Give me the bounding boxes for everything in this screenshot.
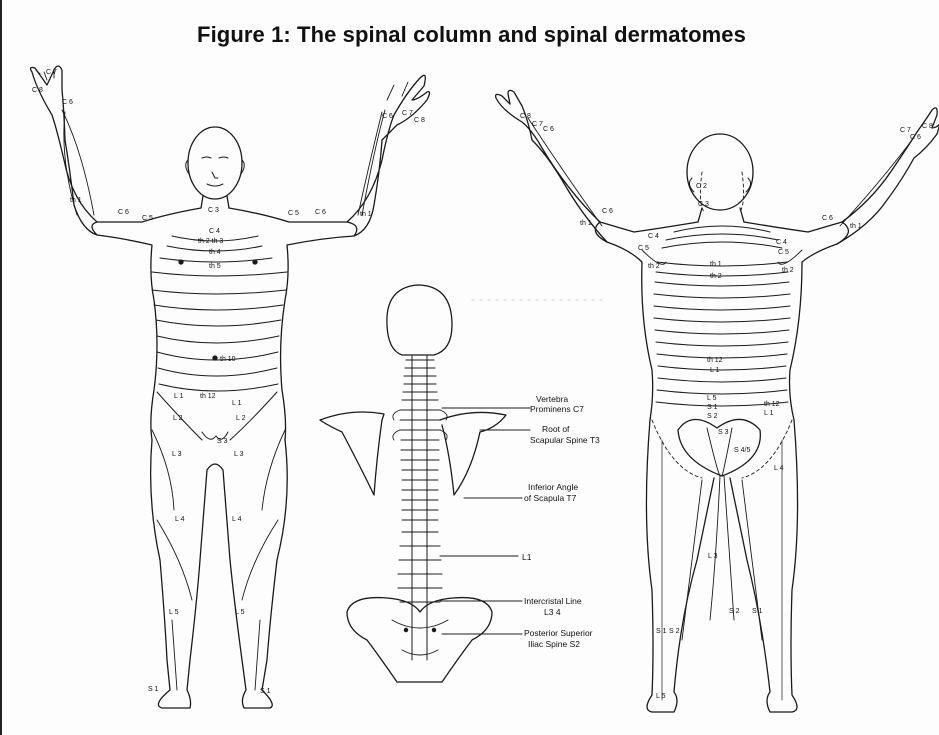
back-label-l1-side: L 1 <box>764 410 774 417</box>
back-label-c5-right: C 5 <box>778 249 789 256</box>
front-label-th12: th 12 <box>200 393 216 400</box>
back-label-c8-right: C 8 <box>922 123 933 130</box>
back-stripes <box>654 262 790 406</box>
spine-annotations: Vertebra Prominens C7 Root of Scapular S… <box>522 394 600 649</box>
front-label-c6-right-hand: C 6 <box>382 113 393 120</box>
back-label-c8-left: C 8 <box>520 113 531 120</box>
annotation-scapular-spine-line1: Root of <box>542 424 570 434</box>
back-label-l5: L 5 <box>707 395 717 402</box>
back-label-th12: th 12 <box>707 357 723 364</box>
back-label-c4-right: C 4 <box>776 239 787 246</box>
front-label-l2-left: L 2 <box>173 415 183 422</box>
front-label-c4: C 4 <box>209 228 220 235</box>
annotation-l1: L1 <box>522 552 532 562</box>
back-label-c6-right-arm: C 6 <box>822 215 833 222</box>
front-label-c6-left-hand: C 6 <box>62 99 73 106</box>
front-label-th4: th 4 <box>209 249 221 256</box>
back-label-s1-leg-left: S 1 <box>656 628 667 635</box>
back-label-l1: L 1 <box>710 367 720 374</box>
back-label-c6-left-arm: C 6 <box>602 208 613 215</box>
annotation-posterior-iliac-line1: Posterior Superior <box>524 628 593 638</box>
back-label-c7-right: C 7 <box>900 127 911 134</box>
front-head <box>188 127 242 199</box>
front-label-l3-left: L 3 <box>172 451 182 458</box>
annotation-intercristal-line2: L3 4 <box>544 607 561 617</box>
front-label-c6-left-arm: C 6 <box>118 209 129 216</box>
front-label-l1-left: L 1 <box>174 393 184 400</box>
front-label-l5-right: L 5 <box>235 609 245 616</box>
front-labels: C 8 C 7 C 6 C 7 C 6 C 8 th 1 th 1 C 6 C … <box>32 69 425 695</box>
front-label-l2-right: L 2 <box>236 415 246 422</box>
front-label-s1-left: S 1 <box>148 686 159 693</box>
back-label-c6-left: C 6 <box>543 126 554 133</box>
back-label-c7-left: C 7 <box>532 121 543 128</box>
back-label-th1-right: th 1 <box>850 223 862 230</box>
front-label-l4-right: L 4 <box>232 516 242 523</box>
annotation-vertebra-prominens-line2: Prominens C7 <box>530 404 584 414</box>
annotation-intercristal-line1: Intercristal Line <box>524 596 582 606</box>
back-label-s2-leg-right: S 2 <box>729 608 740 615</box>
back-label-th12-side: th 12 <box>764 401 780 408</box>
back-label-s2-leg-left: S 2 <box>669 628 680 635</box>
back-label-s45: S 4/5 <box>734 447 750 454</box>
front-label-l5-left: L 5 <box>169 609 179 616</box>
back-label-c4-left: C 4 <box>648 233 659 240</box>
left-scapula <box>320 412 384 495</box>
front-face <box>202 157 228 186</box>
front-label-c5-left-arm: C 5 <box>142 215 153 222</box>
front-label-c8-left-hand: C 8 <box>32 87 43 94</box>
front-label-l1-right: L 1 <box>232 400 242 407</box>
front-label-s1-right: S 1 <box>260 688 271 695</box>
back-label-s1: S 1 <box>707 404 718 411</box>
front-label-l4-left: L 4 <box>175 516 185 523</box>
front-label-th1-right: th 1 <box>360 211 372 218</box>
back-label-th2-left: th 2 <box>648 263 660 270</box>
back-label-c6-right: C 6 <box>910 134 921 141</box>
front-label-c5-right-arm: C 5 <box>288 210 299 217</box>
annotation-inferior-angle-line1: Inferior Angle <box>528 482 578 492</box>
front-label-th2-th3: th 2 th 3 <box>198 238 223 245</box>
annotation-posterior-iliac-line2: Iliac Spine S2 <box>528 639 580 649</box>
back-label-l4: L 4 <box>774 465 784 472</box>
back-label-th2-center: th 2 <box>710 273 722 280</box>
back-label-th1-left: th 1 <box>580 220 592 227</box>
back-label-l3: L 3 <box>708 553 718 560</box>
back-label-s3: S 3 <box>718 429 729 436</box>
front-label-c3: C 3 <box>208 207 219 214</box>
vertebral-column <box>412 356 427 660</box>
front-label-l3-right: L 3 <box>234 451 244 458</box>
back-label-th2-right: th 2 <box>782 267 794 274</box>
back-label-c3: C 3 <box>698 201 709 208</box>
front-label-th10: th 10 <box>220 356 236 363</box>
back-trunk-outline <box>595 222 848 420</box>
annotation-inferior-angle-line2: of Scapula T7 <box>524 493 577 503</box>
front-label-th5: th 5 <box>209 263 221 270</box>
front-label-c7-right-hand: C 7 <box>402 110 413 117</box>
right-scapula <box>440 412 506 495</box>
skull <box>387 285 452 355</box>
annotation-vertebra-prominens-line1: Vertebra <box>536 394 568 404</box>
back-label-c5-left: C 5 <box>638 245 649 252</box>
front-body-figure <box>31 66 430 708</box>
front-trunk-outline <box>92 208 357 440</box>
back-label-s1-leg-right: S 1 <box>752 608 763 615</box>
front-label-c8-right-hand: C 8 <box>414 117 425 124</box>
back-label-l5-foot: L 5 <box>656 693 666 700</box>
annotation-scapular-spine-line2: Scapular Spine T3 <box>530 435 600 445</box>
back-label-c2: C 2 <box>696 183 707 190</box>
pelvis <box>347 598 492 682</box>
back-legs <box>646 420 797 712</box>
back-label-s2: S 2 <box>707 413 718 420</box>
front-label-th1-left: th 1 <box>70 197 82 204</box>
front-label-c7-left-hand: C 7 <box>46 69 57 76</box>
annotation-lines <box>440 408 530 634</box>
back-label-th1-center: th 1 <box>710 261 722 268</box>
front-chest-stripes <box>152 236 287 391</box>
front-label-c6-right-arm: C 6 <box>315 209 326 216</box>
front-label-s3: S 3 <box>217 438 228 445</box>
